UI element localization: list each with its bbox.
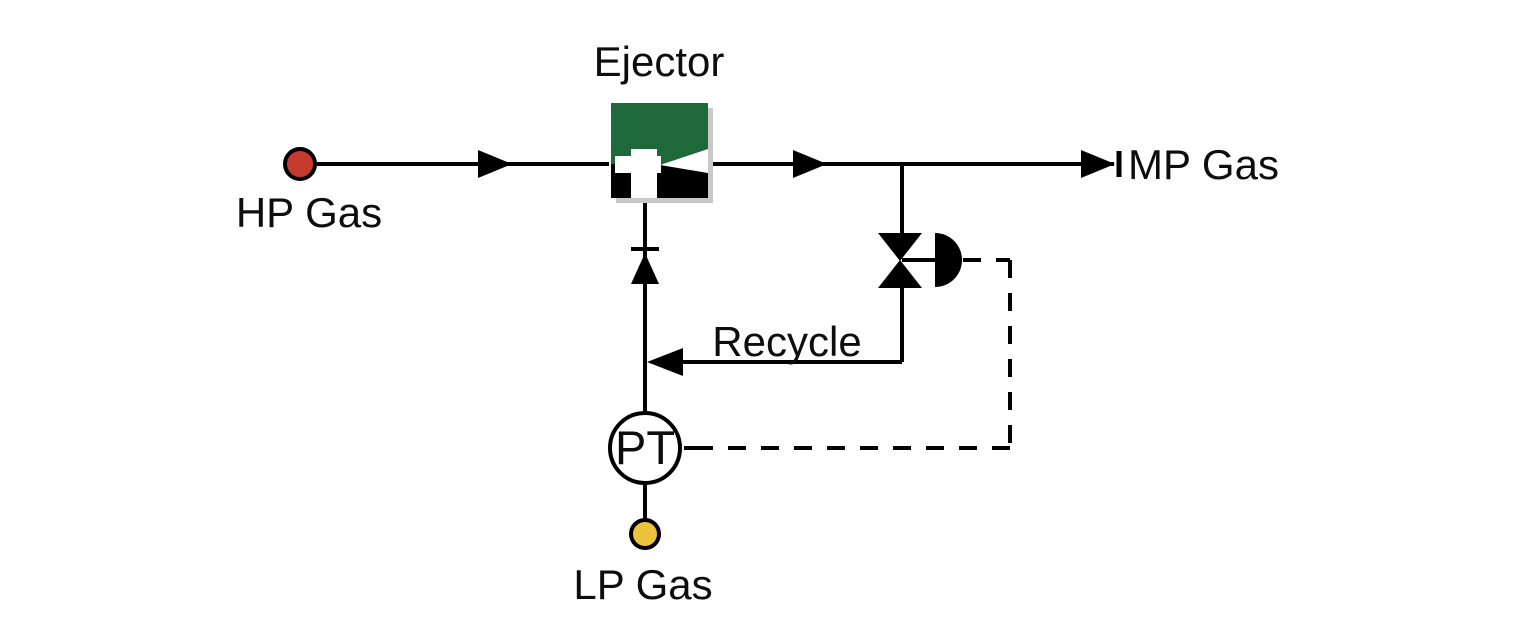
recycle-label: Recycle xyxy=(712,318,861,365)
valve-actuator-icon xyxy=(935,233,962,287)
pt-instrument-bubble xyxy=(608,411,682,485)
hp-gas-source-marker xyxy=(283,147,317,181)
instrument-signal-line xyxy=(706,258,1012,450)
valve-top-triangle xyxy=(878,233,922,261)
arrow-hp-feed-icon xyxy=(478,150,512,178)
ejector-label: Ejector xyxy=(594,38,725,85)
arrow-mp-product-icon xyxy=(1081,150,1115,178)
mp-gas-label: MP Gas xyxy=(1128,141,1279,188)
arrow-recycle-icon xyxy=(647,348,683,376)
ejector-port-cross-v xyxy=(631,149,657,198)
lp-gas-source-marker xyxy=(629,518,661,550)
ejector-nozzle-wedge xyxy=(660,149,708,173)
arrow-lp-suction-icon xyxy=(631,253,659,284)
pressure-transmitter-icon: PT xyxy=(608,411,682,485)
process-lines xyxy=(317,151,1122,520)
pt-tag-label: PT xyxy=(615,421,675,474)
control-valve-icon xyxy=(878,233,962,288)
flow-arrows xyxy=(478,150,1115,376)
valve-bottom-triangle xyxy=(878,260,922,288)
arrow-ejector-outlet-icon xyxy=(793,150,827,178)
ejector-body-green xyxy=(611,103,708,164)
hp-gas-label: HP Gas xyxy=(236,189,382,236)
lp-gas-label: LP Gas xyxy=(573,561,712,608)
ejector-icon xyxy=(611,103,713,203)
